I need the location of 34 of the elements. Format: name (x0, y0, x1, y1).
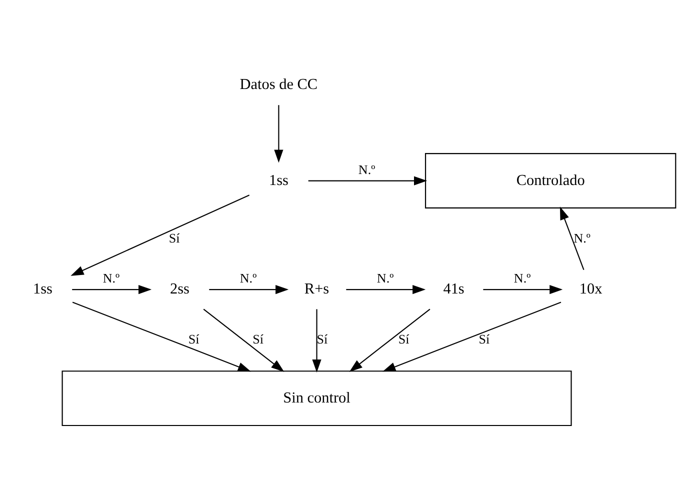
edge-label: N.º (513, 270, 530, 286)
edge-label: Sí (252, 330, 263, 346)
edge-label: N.º (358, 161, 375, 176)
node-text: Datos de CC (239, 76, 318, 93)
arrow (274, 104, 283, 162)
arrow (346, 284, 426, 294)
edge-label: N.º (102, 270, 120, 286)
node-text: R+s (304, 280, 329, 298)
arrow (202, 308, 284, 372)
arrow (208, 284, 288, 294)
node-text: 1ss (268, 171, 288, 188)
edge-label: N.º (573, 230, 590, 245)
arrow (72, 301, 251, 372)
node-text: 10x (578, 280, 602, 298)
node-box: Controlado (424, 152, 676, 208)
edge-label: Sí (478, 330, 490, 346)
edge-label: N.º (239, 270, 256, 286)
arrow (70, 194, 250, 276)
arrow (482, 284, 562, 294)
arrow (348, 308, 430, 372)
arrow (308, 176, 427, 185)
node-text: 41s (442, 280, 464, 298)
edge-label: Sí (316, 330, 328, 346)
edge-label: Sí (398, 330, 409, 346)
edge-label: Sí (168, 230, 180, 245)
edge-label: Sí (188, 330, 199, 346)
node-text: 2ss (170, 280, 189, 298)
arrow (382, 301, 561, 372)
arrow (72, 284, 152, 294)
node-box: Sin control (61, 370, 572, 426)
edge-label: N.º (376, 270, 394, 286)
arrow (559, 206, 584, 270)
arrow (312, 308, 321, 372)
node-text: 1ss (32, 280, 52, 298)
